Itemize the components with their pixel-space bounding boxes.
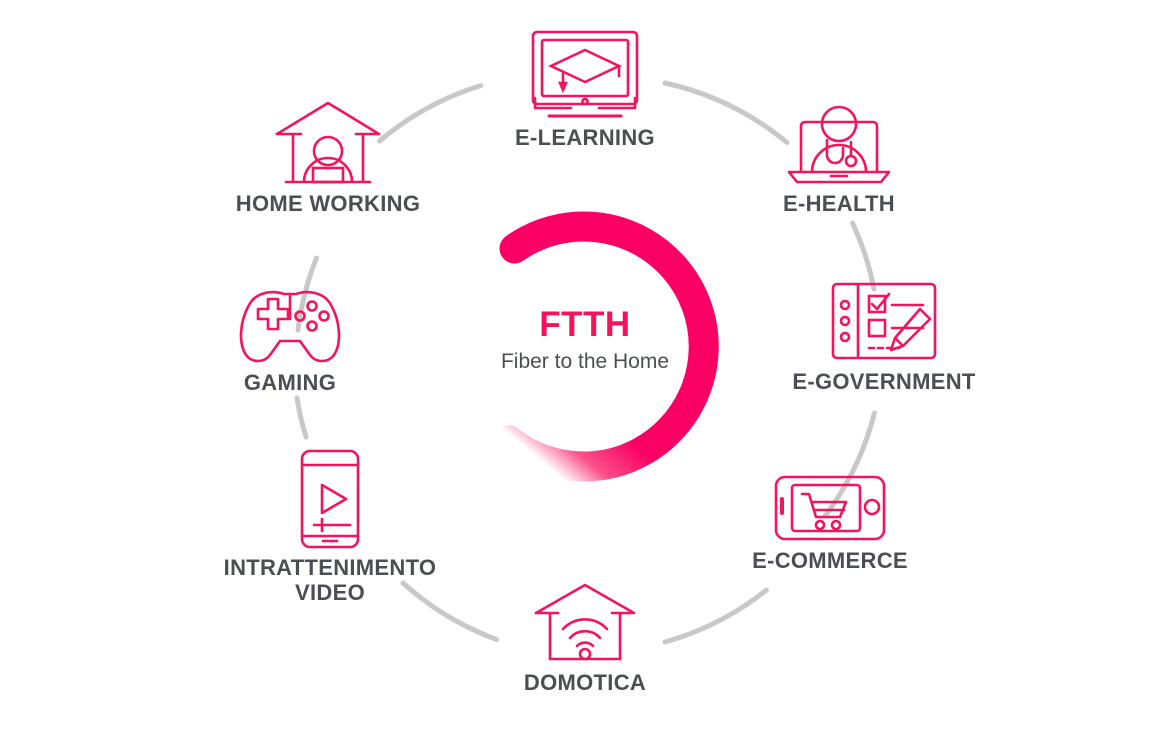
- node-label-e-learning: E-LEARNING: [515, 125, 655, 150]
- connector-arc-video-gaming: [294, 395, 309, 440]
- node-label-video: INTRATTENIMENTO VIDEO: [223, 555, 437, 605]
- ftth-center-arc: [493, 211, 719, 482]
- node-e-health[interactable]: E-HEALTH: [699, 100, 979, 217]
- node-label-domotica: DOMOTICA: [523, 670, 647, 695]
- node-domotica[interactable]: DOMOTICA: [445, 583, 725, 696]
- laptop-doctor-stethoscope-icon: [699, 100, 979, 186]
- smartphone-shopping-cart-icon: [690, 473, 970, 543]
- node-label-e-health: E-HEALTH: [783, 191, 895, 216]
- monitor-graduation-cap-icon: [445, 28, 725, 120]
- node-label-e-commerce: E-COMMERCE: [752, 548, 908, 573]
- node-home-working[interactable]: HOME WORKING: [188, 100, 468, 217]
- form-checkbox-pencil-icon: [744, 278, 1024, 364]
- node-label-gaming: GAMING: [243, 370, 337, 395]
- node-e-commerce[interactable]: E-COMMERCE: [690, 473, 970, 574]
- node-e-learning[interactable]: E-LEARNING: [445, 28, 725, 151]
- connector-arc-elearning-ehealth: [662, 80, 790, 145]
- house-wifi-icon: [445, 583, 725, 665]
- node-gaming[interactable]: GAMING: [150, 285, 430, 396]
- connector-arc-egovernment-ecommerce: [822, 410, 877, 519]
- node-label-home-working: HOME WORKING: [235, 191, 421, 216]
- connector-arc-domotica-video: [400, 580, 499, 642]
- node-label-e-government: E-GOVERNMENT: [792, 369, 976, 394]
- smartphone-play-button-icon: [190, 448, 470, 550]
- connector-arc-homeworking-elearning: [377, 83, 484, 144]
- node-video[interactable]: INTRATTENIMENTO VIDEO: [190, 448, 470, 605]
- game-controller-icon: [150, 285, 430, 365]
- connector-arc-ecommerce-domotica: [662, 587, 769, 645]
- node-e-government[interactable]: E-GOVERNMENT: [744, 278, 1024, 395]
- connector-arcs: [294, 80, 877, 645]
- house-person-desk-icon: [188, 100, 468, 186]
- connector-arc-ehealth-egovernment: [850, 220, 877, 292]
